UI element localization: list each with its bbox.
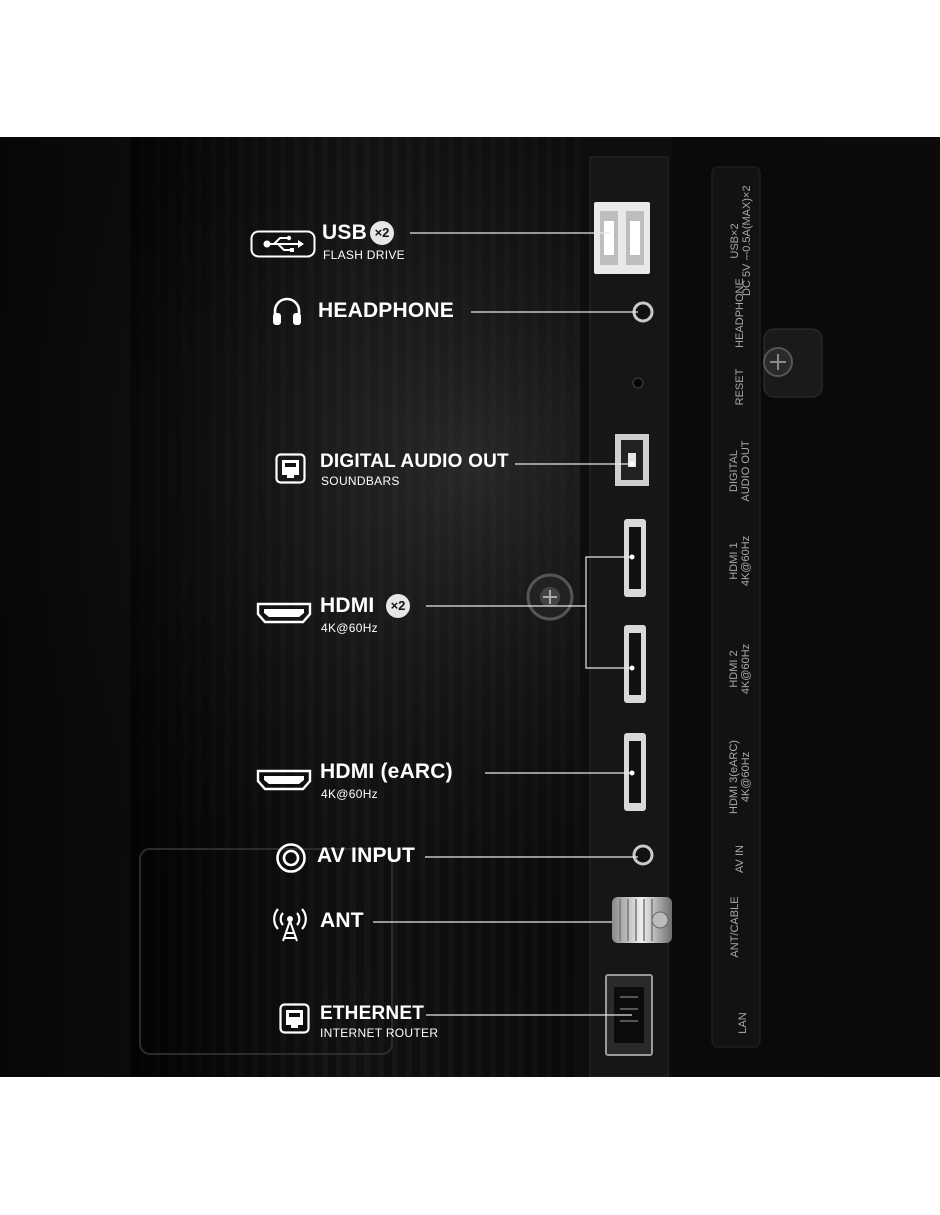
hdmi-ports-hardware	[624, 519, 646, 811]
panel-av-in-label: AV IN	[734, 845, 746, 873]
av-jack-icon	[275, 842, 307, 874]
panel-reset-label: RESET	[734, 368, 746, 406]
coax-connector-hardware	[612, 897, 672, 943]
digital-audio-title: DIGITAL AUDIO OUT	[320, 451, 509, 472]
usb-count-badge: ×2	[370, 221, 394, 245]
optical-port-icon	[275, 453, 306, 484]
panel-hdmi3-label: HDMI 3(eARC)4K@60Hz	[728, 740, 752, 814]
digital-audio-subtitle: SOUNDBARS	[321, 474, 400, 488]
usb-icon	[250, 230, 316, 258]
ant-title: ANT	[320, 909, 364, 932]
headphones-icon	[271, 296, 303, 326]
hdmi-subtitle: 4K@60Hz	[321, 621, 378, 635]
av-input-title: AV INPUT	[317, 844, 416, 867]
hdmi-earc-icon	[256, 768, 312, 792]
panel-ant-cable-label: ANT/CABLE	[729, 896, 741, 958]
antenna-icon	[271, 903, 309, 943]
av-jack-hardware	[632, 844, 654, 866]
tv-back-panel: USB ×2 FLASH DRIVE HEADPHONE DIGITAL AUD…	[0, 137, 940, 1077]
hdmi-earc-title: HDMI (eARC)	[320, 760, 453, 783]
hdmi-title: HDMI	[320, 594, 375, 617]
hdmi-count-badge: ×2	[386, 594, 410, 618]
tv-port-panel-illustration	[0, 137, 940, 1077]
ethernet-title: ETHERNET	[320, 1003, 424, 1024]
ethernet-icon	[279, 1003, 310, 1034]
usb-title: USB	[322, 221, 367, 244]
ethernet-subtitle: INTERNET ROUTER	[320, 1026, 439, 1040]
leader-lines	[373, 232, 638, 1016]
panel-lan-label: LAN	[737, 1012, 749, 1034]
panel-headphone-label: HEADPHONE	[734, 278, 746, 348]
usb-subtitle: FLASH DRIVE	[323, 248, 405, 262]
hdmi-earc-subtitle: 4K@60Hz	[321, 787, 378, 801]
headphone-title: HEADPHONE	[318, 299, 454, 322]
housing-recess	[139, 848, 393, 1055]
hdmi-icon	[256, 601, 312, 625]
